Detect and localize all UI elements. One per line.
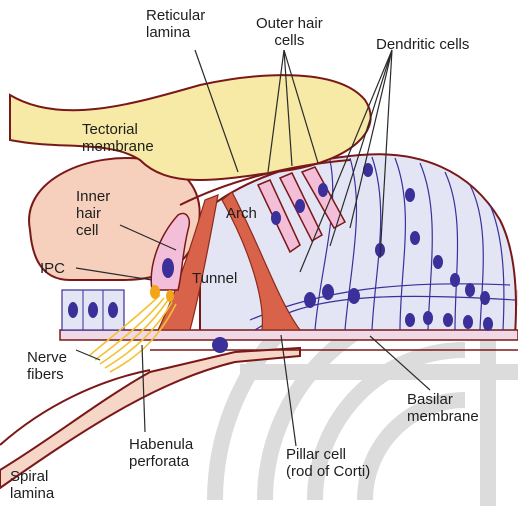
- label-tunnel: Tunnel: [192, 270, 237, 287]
- label-text: membrane: [82, 138, 154, 155]
- label-inner-hair-cell: Inner hair cell: [76, 188, 110, 239]
- inner-support-cells: [62, 290, 124, 330]
- label-text: membrane: [407, 408, 479, 425]
- label-spiral-lamina: Spiral lamina: [10, 468, 54, 502]
- label-text: Reticular: [146, 7, 205, 24]
- label-text: lamina: [10, 485, 54, 502]
- label-text: cells: [256, 32, 323, 49]
- label-nerve-fibers: Nerve fibers: [27, 349, 67, 383]
- label-text: Tunnel: [192, 270, 237, 287]
- label-text: cell: [76, 222, 110, 239]
- label-text: Nerve: [27, 349, 67, 366]
- label-text: Basilar: [407, 391, 479, 408]
- label-text: hair: [76, 205, 110, 222]
- label-text: fibers: [27, 366, 67, 383]
- label-text: Dendritic cells: [376, 36, 469, 53]
- label-text: Tectorial: [82, 121, 154, 138]
- label-text: Habenula: [129, 436, 193, 453]
- label-basilar-membrane: Basilar membrane: [407, 391, 479, 425]
- label-text: Spiral: [10, 468, 54, 485]
- inner-hair-cell-nucleus: [162, 258, 174, 278]
- label-text: Pillar cell: [286, 446, 370, 463]
- label-text: Inner: [76, 188, 110, 205]
- label-reticular-lamina: Reticular lamina: [146, 7, 205, 41]
- label-ipc: IPC: [40, 260, 65, 277]
- label-text: perforata: [129, 453, 193, 470]
- label-text: Outer hair: [256, 15, 323, 32]
- label-text: IPC: [40, 260, 65, 277]
- label-pillar-cell: Pillar cell (rod of Corti): [286, 446, 370, 480]
- label-dendritic-cells: Dendritic cells: [376, 36, 469, 53]
- label-outer-hair-cells: Outer hair cells: [256, 15, 323, 49]
- label-tectorial-membrane: Tectorial membrane: [82, 121, 154, 155]
- label-text: (rod of Corti): [286, 463, 370, 480]
- label-text: lamina: [146, 24, 205, 41]
- label-text: Arch: [226, 205, 257, 222]
- label-habenula-perforata: Habenula perforata: [129, 436, 193, 470]
- basilar-membrane: [60, 330, 518, 340]
- label-arch: Arch: [226, 205, 257, 222]
